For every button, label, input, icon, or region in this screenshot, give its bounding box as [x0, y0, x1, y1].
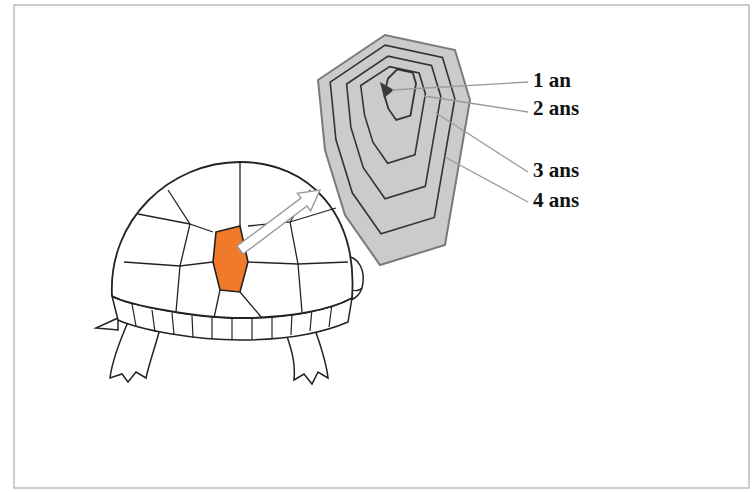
age-label: 4 ans	[533, 188, 579, 212]
ring-center	[380, 82, 394, 98]
highlighted-scute	[213, 226, 248, 292]
shell-scute-lines	[124, 162, 348, 318]
leader-lines	[392, 82, 528, 202]
enlarged-scute	[318, 35, 470, 265]
turtle-tail	[96, 318, 118, 330]
pointer-arrow	[237, 190, 320, 254]
frame	[14, 5, 749, 488]
age-label: 3 ans	[533, 158, 579, 182]
turtle-shell	[112, 162, 353, 318]
age-label: 1 an	[533, 68, 571, 92]
turtle-mouth	[352, 288, 362, 291]
growth-rings	[330, 45, 455, 234]
age-label: 2 ans	[533, 96, 579, 120]
